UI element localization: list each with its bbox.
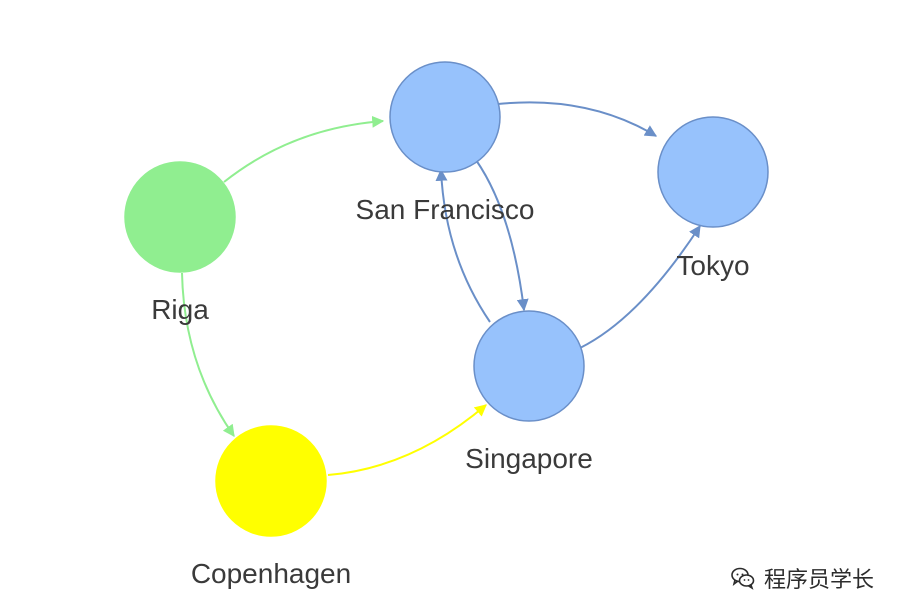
node-label-tokyo: Tokyo [676, 250, 749, 281]
node-label-riga: Riga [151, 294, 209, 325]
edges [181, 101, 701, 476]
node-copenhagen[interactable] [215, 425, 327, 537]
node-label-copenhagen: Copenhagen [191, 558, 351, 589]
node-label-singapore: Singapore [465, 443, 593, 474]
edge-singapore-to-san-francisco [435, 168, 491, 323]
edge-san-francisco-to-tokyo [497, 101, 658, 137]
node-san-francisco[interactable] [389, 61, 501, 173]
edge-singapore-to-tokyo [579, 224, 701, 349]
edge-san-francisco-to-singapore [475, 159, 529, 312]
node-tokyo[interactable] [657, 116, 769, 228]
edge-riga-to-copenhagen [181, 272, 235, 437]
node-singapore[interactable] [473, 310, 585, 422]
node-label-san-francisco: San Francisco [356, 194, 535, 225]
edge-copenhagen-to-singapore [327, 404, 487, 476]
nodes [124, 61, 769, 537]
node-riga[interactable] [124, 161, 236, 273]
watermark: 程序员学长 [730, 562, 874, 594]
edge-riga-to-san-francisco [223, 115, 385, 183]
labels: Riga San Francisco Tokyo Singapore Copen… [151, 194, 749, 589]
watermark-text: 程序员学长 [763, 568, 874, 593]
wechat-icon [731, 567, 755, 590]
